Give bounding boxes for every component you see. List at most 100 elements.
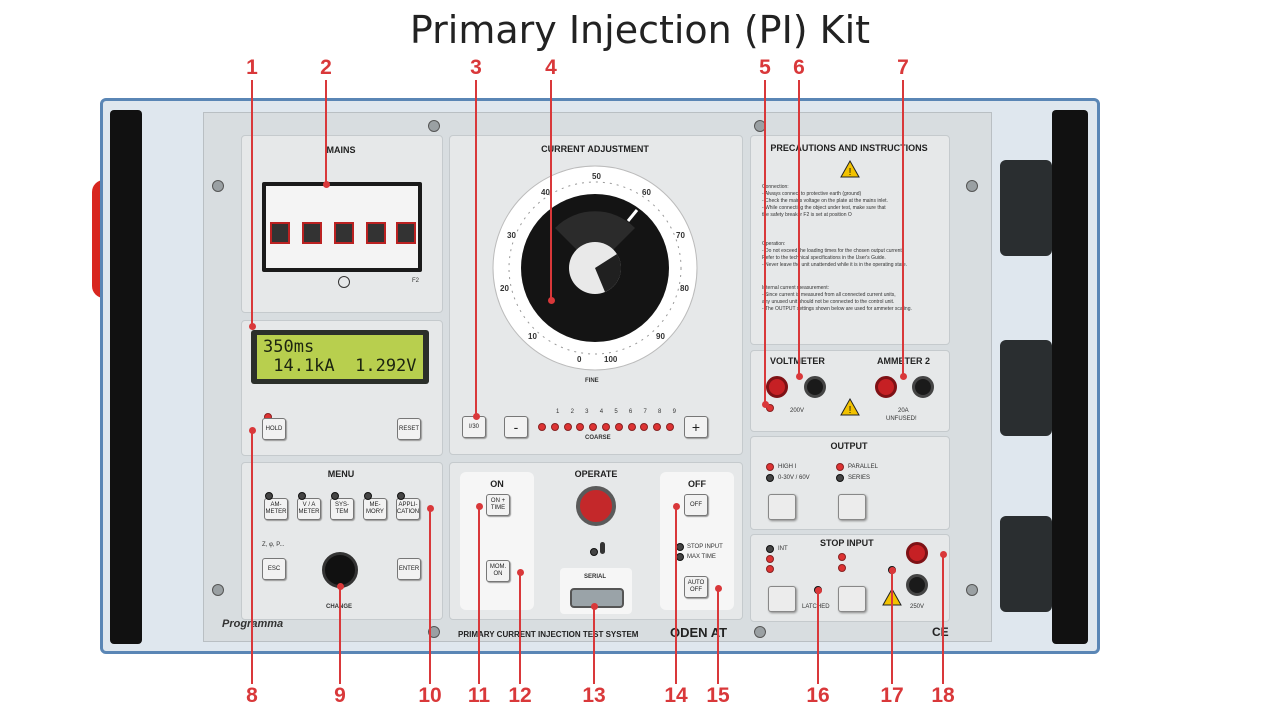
screw [428,626,440,638]
leader-dot [591,603,598,610]
breaker-switch-5[interactable] [396,222,416,244]
side-connector-mid [1000,340,1052,436]
leader-dot [473,413,480,420]
thermal-led [590,548,598,556]
leader-1 [251,80,253,326]
voltmeter-black-socket[interactable] [804,376,826,398]
leader-10 [429,508,431,684]
breaker-switch-3[interactable] [334,222,354,244]
operate-label: OPERATE [574,469,618,479]
breaker-switch-2[interactable] [302,222,322,244]
output-label: OUTPUT [830,441,868,451]
auto-off-button[interactable]: AUTO OFF [684,576,708,598]
screw [966,584,978,596]
enter-button[interactable]: ENTER [397,558,421,580]
reset-button[interactable]: RESET [397,418,421,440]
coarse-label: COARSE [585,435,611,441]
leader-dot [427,505,434,512]
ammeter-button[interactable]: AM- METER [264,498,288,520]
va-meter-button[interactable]: V / A METER [297,498,321,520]
coarse-minus-button[interactable]: - [504,416,528,438]
leader-dot [796,373,803,380]
leader-dot [889,567,896,574]
application-button[interactable]: APPLI- CATION [396,498,420,520]
voltmeter-red-socket[interactable] [766,376,788,398]
int-label: INT [778,546,788,552]
leader-2 [325,80,327,184]
precaution-line: Operation: [762,241,786,247]
leader-14 [675,506,677,684]
ce-mark: CE [932,625,949,639]
ammeter-led [265,492,273,500]
leader-4 [550,80,552,300]
high-i-label: HIGH I [778,464,797,470]
dial-tick-50: 50 [592,172,601,181]
dial-tick-10: 10 [528,332,537,341]
z-phi-p-label: Z, φ, P... [262,542,285,548]
stop-input-black-socket[interactable] [906,574,928,596]
voltmeter-led [766,404,774,412]
leader-dot [673,503,680,510]
stop-input-mode-button[interactable] [838,586,866,612]
menu-panel [241,462,443,620]
precaution-line: the safety breaker F2 is set at position… [762,212,852,218]
screw [754,626,766,638]
callout-1: 1 [246,56,258,79]
fine-label: FINE [585,378,599,384]
stop-input-red-socket[interactable] [906,542,928,564]
parallel-label: PARALLEL [848,464,878,470]
callout-18: 18 [931,684,955,707]
callout-11: 11 [467,684,491,707]
coarse-plus-button[interactable]: + [684,416,708,438]
dial-tick-0: 0 [577,355,582,364]
leader-dot [517,569,524,576]
operate-button[interactable] [576,486,616,526]
callout-9: 9 [334,684,346,707]
output-current-button[interactable] [768,494,796,520]
coarse-led [589,423,598,431]
off-button[interactable]: OFF [684,494,708,516]
system-button[interactable]: SYS- TEM [330,498,354,520]
ammeter-black-socket[interactable] [912,376,934,398]
leader-6 [798,80,800,376]
ammeter-red-socket[interactable] [875,376,897,398]
mom-on-button[interactable]: MOM. ON [486,560,510,582]
leader-dot [249,427,256,434]
callout-8: 8 [246,684,258,707]
stop-contact-led-1 [766,555,774,563]
breaker-switch-1[interactable] [270,222,290,244]
on-time-button[interactable]: ON + TIME [486,494,510,516]
warning-icon: ! [840,160,860,178]
breaker-switch-4[interactable] [366,222,386,244]
v200-label: 200V [790,408,805,414]
hold-button[interactable]: HOLD [262,418,286,440]
model-label: ODEN AT [670,625,728,640]
output-mode-button[interactable] [838,494,866,520]
current-adjustment-label: CURRENT ADJUSTMENT [541,144,649,154]
voltmeter-label: VOLTMETER [770,356,825,366]
svg-text:!: ! [849,405,852,416]
precaution-line: - Since current is measured from all con… [762,292,896,298]
coarse-leds [538,423,674,431]
lcd-display: 350ms 14.1kA 1.292V [251,330,429,384]
latched-label: LATCHED [802,604,830,610]
dial-tick-100: 100 [604,355,618,364]
memory-button[interactable]: ME- MORY [363,498,387,520]
stop-input-select-button[interactable] [768,586,796,612]
high-i-led [766,463,774,471]
range-led [766,474,774,482]
stop-ac-led [838,553,846,561]
int-led [766,545,774,553]
stop-input-status-label: STOP INPUT [687,544,723,550]
leader-dot [715,585,722,592]
leader-9 [339,586,341,684]
screw [212,584,224,596]
change-knob[interactable] [322,552,358,588]
callout-5: 5 [759,56,771,79]
leader-15 [717,588,719,684]
callout-13: 13 [582,684,606,707]
esc-button[interactable]: ESC [262,558,286,580]
dial-tick-90: 90 [656,332,665,341]
leader-3 [475,80,477,416]
coarse-led [550,423,559,431]
